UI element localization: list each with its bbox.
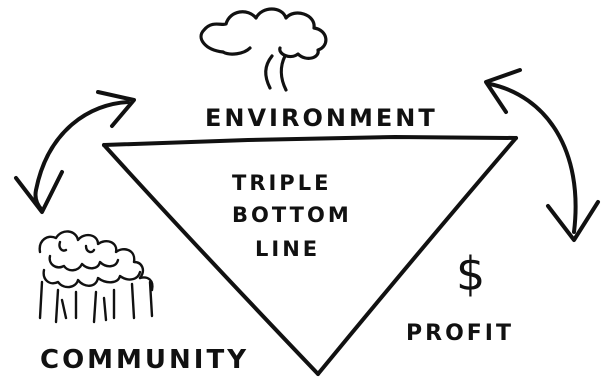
arrow-environment-profit <box>484 68 600 242</box>
people-group-icon <box>38 230 154 324</box>
tree-icon <box>199 7 328 92</box>
environment-label: ENVIRONMENT <box>205 104 438 132</box>
dollar-icon: $ <box>456 247 488 301</box>
center-line-3: LINE <box>255 237 320 261</box>
profit-label: PROFIT <box>406 321 514 346</box>
inverted-triangle <box>102 135 518 376</box>
arrow-environment-community <box>14 90 136 214</box>
center-line-1: TRIPLE <box>232 171 331 195</box>
center-line-2: BOTTOM <box>232 203 352 227</box>
community-label: COMMUNITY <box>40 345 249 375</box>
